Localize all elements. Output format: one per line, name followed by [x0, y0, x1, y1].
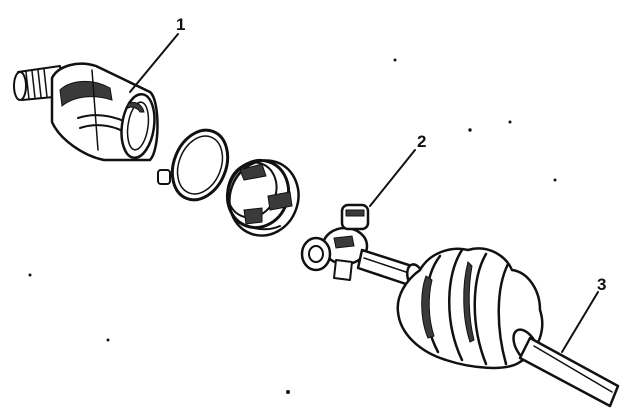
tripot-spider — [300, 203, 370, 281]
callout-number-2: 2 — [417, 132, 427, 151]
callout-number-3: 3 — [597, 275, 607, 294]
leader-line-2 — [369, 149, 416, 207]
retaining-ring — [157, 128, 230, 202]
outer-joint-housing — [13, 62, 159, 162]
callout-number-1: 1 — [176, 15, 186, 34]
print-speckle — [28, 58, 557, 394]
leader-line-3 — [561, 291, 599, 353]
bearing-cage — [226, 158, 300, 237]
leader-line-1 — [129, 33, 179, 93]
axle-shaft-and-boot — [356, 247, 620, 408]
